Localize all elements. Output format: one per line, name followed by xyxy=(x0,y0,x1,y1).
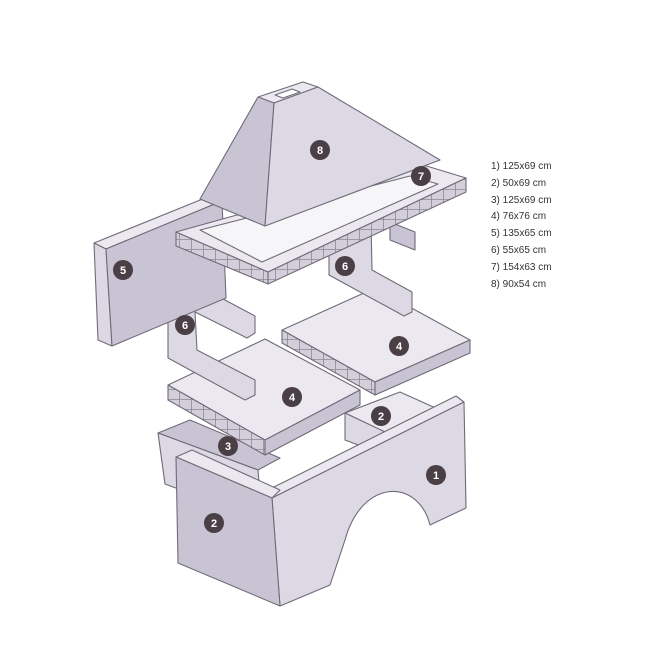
legend-item-8: 8) 90x54 cm xyxy=(491,278,547,290)
legend-item-5: 5) 135x65 cm xyxy=(491,228,552,240)
badge-part-7: 7 xyxy=(411,166,431,186)
badge-part-3: 3 xyxy=(218,436,238,456)
svg-text:4: 4 xyxy=(289,392,296,404)
badge-part-6-right: 6 xyxy=(335,256,355,276)
svg-text:2: 2 xyxy=(378,411,384,423)
part-7-hood-frame xyxy=(175,163,467,285)
legend-item-3: 3) 125x69 cm xyxy=(491,194,552,206)
badge-part-1: 1 xyxy=(426,465,446,485)
svg-text:5: 5 xyxy=(120,265,126,277)
legend-item-7: 7) 154x63 cm xyxy=(491,261,552,273)
badge-part-6-left: 6 xyxy=(175,315,195,335)
badge-part-4-left: 4 xyxy=(282,387,302,407)
badge-part-4-right: 4 xyxy=(389,336,409,356)
badge-part-8: 8 xyxy=(310,140,330,160)
part-8-chimney-hood xyxy=(199,81,441,227)
legend-item-1: 1) 125x69 cm xyxy=(491,161,552,172)
svg-text:6: 6 xyxy=(182,320,188,332)
parts-legend: 1) 125x69 cm 2) 50x69 cm 3) 125x69 cm 4)… xyxy=(491,159,552,293)
svg-text:6: 6 xyxy=(342,261,348,273)
part-4-right-worktop xyxy=(281,287,471,396)
legend-item-2: 2) 50x69 cm xyxy=(491,177,547,189)
svg-text:4: 4 xyxy=(396,341,403,353)
part-2-front-side-panel xyxy=(175,449,281,607)
svg-text:8: 8 xyxy=(317,145,323,157)
svg-text:3: 3 xyxy=(225,441,231,453)
svg-text:7: 7 xyxy=(418,171,424,183)
svg-text:1: 1 xyxy=(433,470,439,482)
legend-item-4: 4) 76x76 cm xyxy=(491,211,547,223)
badge-part-5: 5 xyxy=(113,260,133,280)
badge-part-2-front: 2 xyxy=(204,513,224,533)
badge-part-2-back: 2 xyxy=(371,406,391,426)
svg-text:2: 2 xyxy=(211,518,217,530)
legend-item-6: 6) 55x65 cm xyxy=(491,244,547,256)
